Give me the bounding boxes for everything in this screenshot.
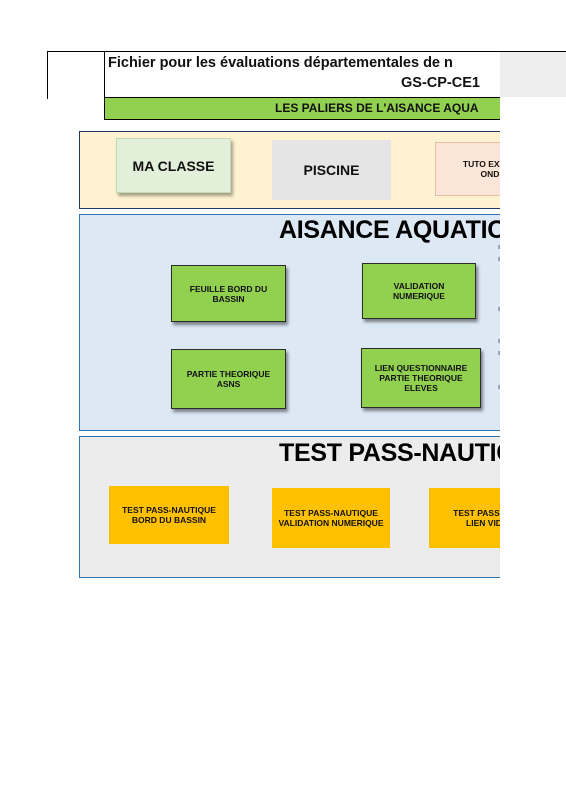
pass-nautique-title: TEST PASS-NAUTIC (279, 439, 500, 467)
header-title-cell: Fichier pour les évaluations département… (104, 51, 500, 97)
tuto-button[interactable]: TUTO EXTRA OND (435, 142, 500, 196)
pass-nautique-lien-video-label: TEST PASS-NA LIEN VID (453, 508, 500, 528)
header-grey-cell (500, 51, 566, 97)
sheet-visible-area: Fichier pour les évaluations département… (79, 51, 500, 578)
validation-numerique-button[interactable]: VALIDATION NUMERIQUE (362, 263, 476, 319)
pass-nautique-lien-video-button[interactable]: TEST PASS-NA LIEN VID (429, 488, 500, 548)
page-title: Fichier pour les évaluations département… (108, 55, 453, 71)
tuto-button-label: TUTO EXTRA OND (462, 159, 500, 179)
aisance-aquatique-title: AISANCE AQUATIC (279, 216, 500, 244)
lien-questionnaire-button[interactable]: LIEN QUESTIONNAIRE PARTIE THEORIQUE ELEV… (361, 348, 481, 408)
pass-nautique-bord-bassin-button[interactable]: TEST PASS-NAUTIQUE BORD DU BASSIN (109, 486, 229, 544)
header-corner-cell (47, 51, 104, 99)
panel-edge-marks (498, 245, 500, 395)
page-subtitle: LES PALIERS DE L'AISANCE AQUA (275, 101, 479, 115)
header-subtitle-bar: LES PALIERS DE L'AISANCE AQUA (104, 97, 500, 120)
piscine-button[interactable]: PISCINE (272, 140, 391, 200)
partie-theorique-asns-button[interactable]: PARTIE THEORIQUE ASNS (171, 349, 286, 409)
feuille-bord-du-bassin-button[interactable]: FEUILLE BORD DU BASSIN (171, 265, 286, 322)
ma-classe-button[interactable]: MA CLASSE (116, 138, 231, 193)
pass-nautique-validation-button[interactable]: TEST PASS-NAUTIQUE VALIDATION NUMERIQUE (272, 488, 390, 548)
page-grade-levels: GS-CP-CE1 (401, 75, 480, 91)
